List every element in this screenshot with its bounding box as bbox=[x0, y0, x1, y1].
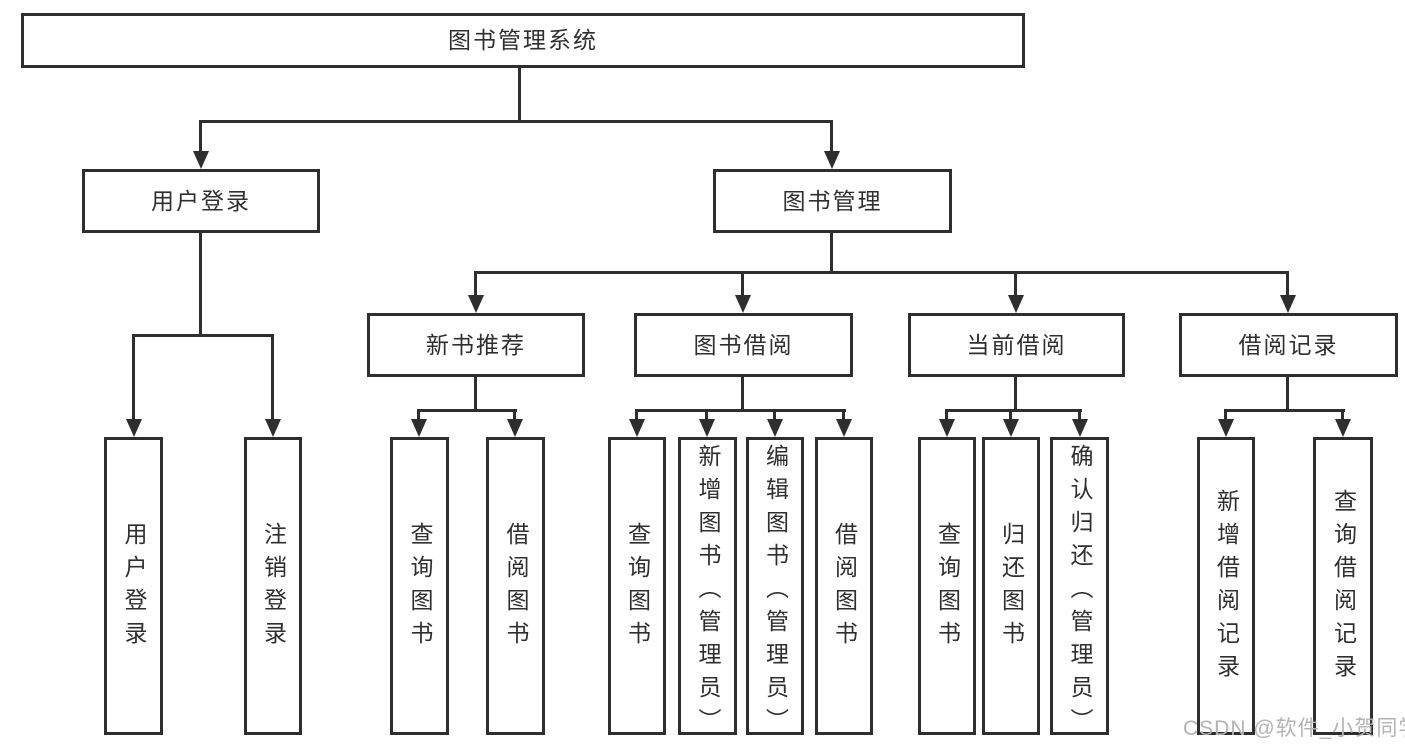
connector-line bbox=[842, 409, 845, 419]
connector-line bbox=[945, 409, 1082, 412]
arrow-down-icon bbox=[1072, 419, 1088, 437]
connector-line bbox=[474, 271, 1289, 274]
arrow-down-icon bbox=[411, 419, 427, 437]
node-book-borrow: 图书借阅 bbox=[634, 313, 853, 377]
node-current-borrow: 当前借阅 bbox=[908, 313, 1125, 377]
connector-line bbox=[1286, 377, 1289, 409]
connector-line bbox=[199, 120, 202, 151]
connector-line bbox=[1014, 377, 1017, 409]
connector-line bbox=[635, 409, 846, 412]
connector-line bbox=[1014, 271, 1017, 295]
leaf-borrow-books: 借阅图书 bbox=[815, 437, 873, 735]
connector-line bbox=[1224, 409, 1345, 412]
connector-line bbox=[830, 233, 833, 271]
node-user-login: 用户登录 bbox=[82, 169, 320, 233]
connector-line bbox=[1286, 271, 1289, 295]
connector-line bbox=[474, 377, 477, 409]
connector-line bbox=[417, 409, 517, 412]
connector-line bbox=[271, 334, 274, 419]
leaf-user-login: 用户登录 bbox=[104, 437, 163, 735]
node-new-book-rec: 新书推荐 bbox=[367, 313, 585, 377]
arrow-down-icon bbox=[265, 419, 281, 437]
arrow-down-icon bbox=[126, 419, 142, 437]
arrow-down-icon bbox=[735, 295, 751, 313]
leaf-confirm-return-admin: 确认归还（管理员） bbox=[1050, 437, 1109, 741]
connector-line bbox=[132, 334, 135, 419]
leaf-current-query-books: 查询图书 bbox=[918, 437, 976, 735]
arrow-down-icon bbox=[1335, 419, 1351, 437]
leaf-edit-books-admin: 编辑图书（管理员） bbox=[746, 437, 804, 741]
connector-line bbox=[1224, 409, 1227, 419]
connector-line bbox=[417, 409, 420, 419]
arrow-down-icon bbox=[1280, 295, 1296, 313]
connector-line bbox=[705, 409, 708, 419]
arrow-down-icon bbox=[1008, 295, 1024, 313]
connector-line bbox=[199, 120, 833, 123]
leaf-query-borrow-record: 查询借阅记录 bbox=[1313, 437, 1373, 735]
arrow-down-icon bbox=[699, 419, 715, 437]
node-borrow-records: 借阅记录 bbox=[1179, 313, 1398, 377]
leaf-rec-borrow-books: 借阅图书 bbox=[486, 437, 545, 735]
leaf-add-books-admin: 新增图书（管理员） bbox=[678, 437, 737, 741]
node-book-mgmt: 图书管理 bbox=[713, 169, 952, 233]
arrow-down-icon bbox=[1003, 419, 1019, 437]
connector-line bbox=[830, 120, 833, 151]
connector-line bbox=[741, 377, 744, 409]
connector-line bbox=[513, 409, 516, 419]
arrow-down-icon bbox=[824, 151, 840, 169]
arrow-down-icon bbox=[629, 419, 645, 437]
watermark: CSDN @软件_小贺同学 bbox=[1183, 717, 1405, 740]
connector-line bbox=[635, 409, 638, 419]
connector-line bbox=[741, 271, 744, 295]
connector-line bbox=[945, 409, 948, 419]
connector-line bbox=[518, 68, 521, 120]
leaf-add-borrow-record: 新增借阅记录 bbox=[1197, 437, 1255, 735]
connector-line bbox=[132, 334, 274, 337]
connector-line bbox=[1078, 409, 1081, 419]
connector-line bbox=[199, 233, 202, 334]
arrow-down-icon bbox=[507, 419, 523, 437]
arrow-down-icon bbox=[1218, 419, 1234, 437]
connector-line bbox=[474, 271, 477, 295]
arrow-down-icon bbox=[193, 151, 209, 169]
leaf-borrow-query-books: 查询图书 bbox=[608, 437, 666, 735]
connector-line bbox=[1341, 409, 1344, 419]
arrow-down-icon bbox=[767, 419, 783, 437]
arrow-down-icon bbox=[836, 419, 852, 437]
arrow-down-icon bbox=[939, 419, 955, 437]
leaf-logout: 注销登录 bbox=[244, 437, 302, 735]
connector-line bbox=[1009, 409, 1012, 419]
connector-line bbox=[773, 409, 776, 419]
leaf-rec-query-books: 查询图书 bbox=[390, 437, 449, 735]
leaf-return-books: 归还图书 bbox=[982, 437, 1040, 735]
arrow-down-icon bbox=[468, 295, 484, 313]
node-root: 图书管理系统 bbox=[21, 13, 1025, 68]
